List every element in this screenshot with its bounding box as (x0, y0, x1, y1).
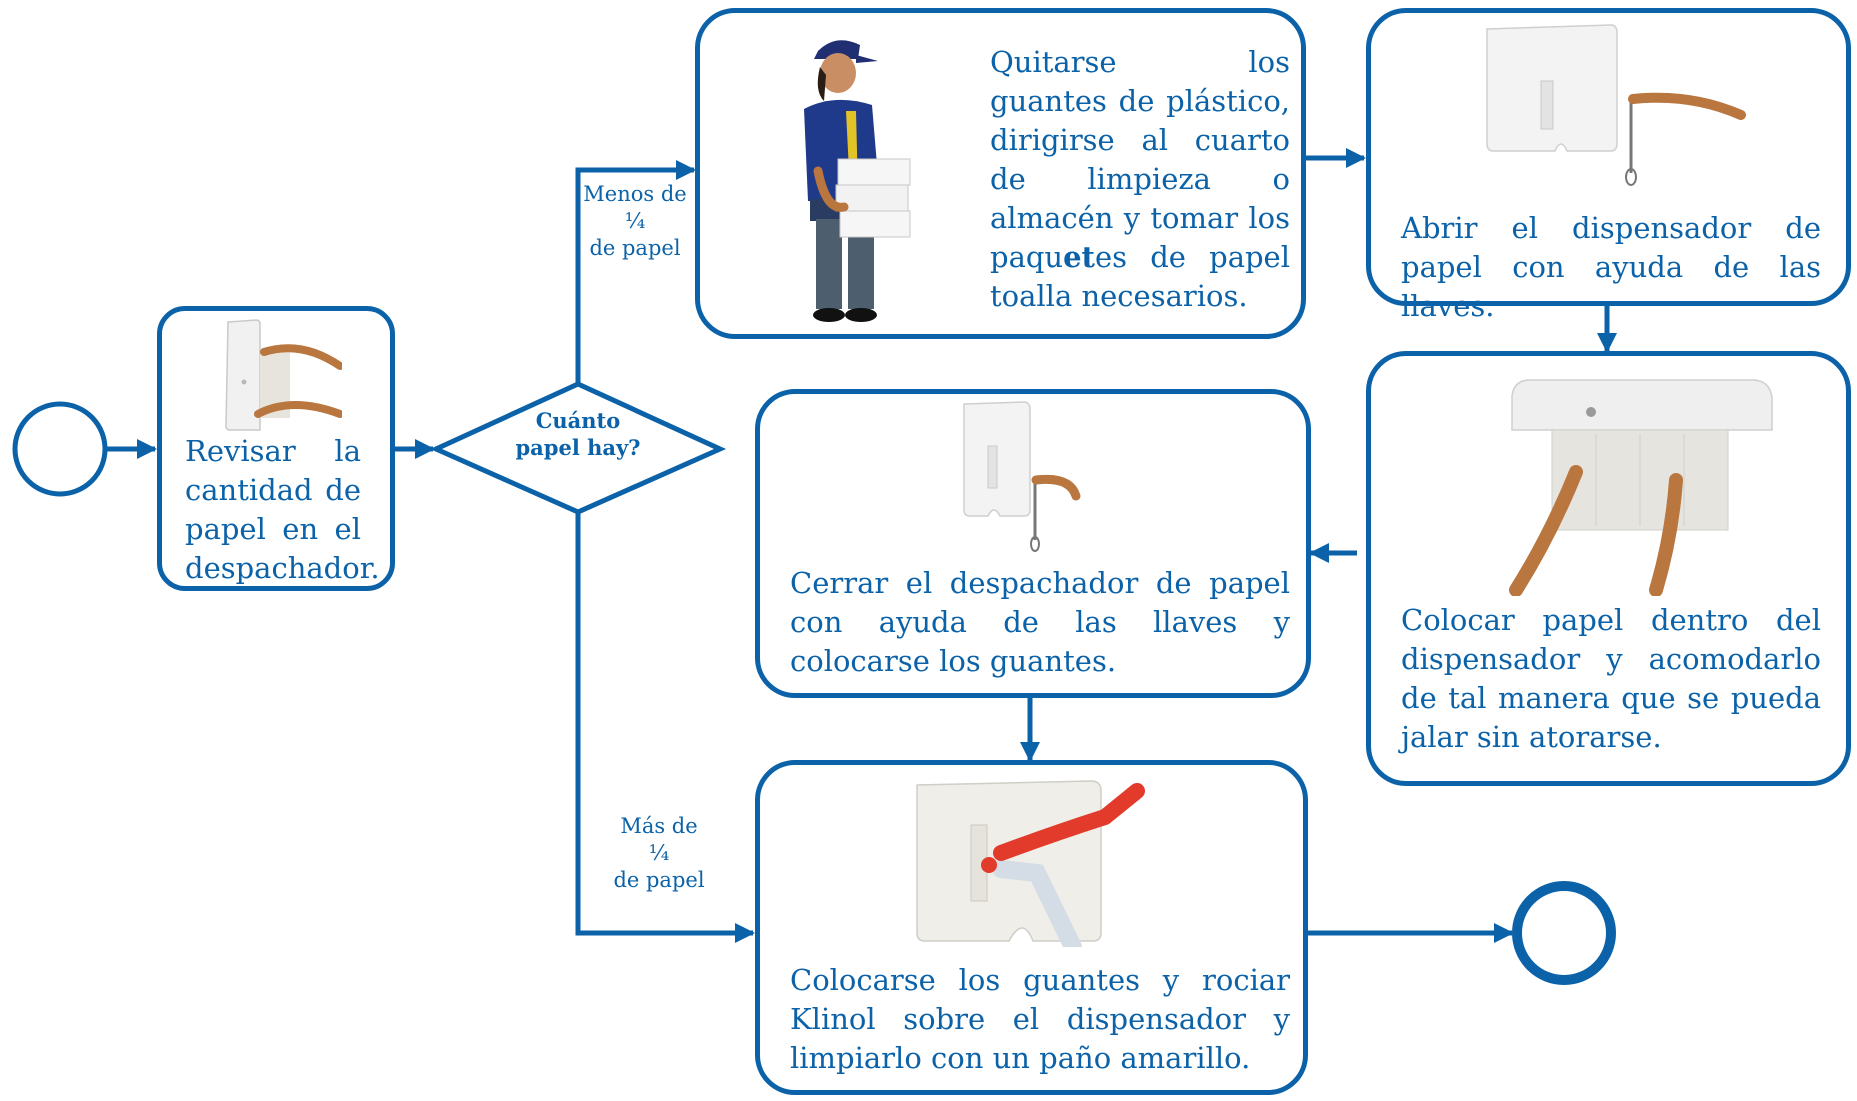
decision-label: Cuánto papel hay? (515, 408, 641, 460)
worker-carrying-paper-packages-photo (804, 40, 911, 322)
branch-label-more: Más de ¼ de papel (604, 813, 714, 894)
start-event (12, 401, 108, 497)
branch-less-line3: de papel (589, 236, 681, 260)
placing-paper-in-dispenser-photo (1509, 379, 1773, 596)
step-gloves-off-box: Quitarse los guantes de plástico, dirigi… (695, 8, 1306, 339)
step-gloves-off-text-a: Quitarse los guantes de plástico, dirigi… (990, 45, 1290, 274)
step-place-box: Colocar papel dentro del dispensador y a… (1366, 351, 1851, 786)
branch-label-less: Menos de ¼ de papel (580, 181, 690, 262)
arrow-decision-to-clean (575, 512, 755, 943)
dispenser-closing-with-key-photo (963, 401, 1081, 552)
arrow-decision-to-gloves-off (575, 160, 696, 384)
branch-less-line1: Menos de (583, 182, 687, 206)
step-gloves-off-text-bold: et (1063, 240, 1095, 274)
step-place-text: Colocar papel dentro del dispensador y a… (1401, 603, 1821, 754)
end-event (1512, 881, 1616, 985)
step-gloves-off-text: Quitarse los guantes de plástico, dirigi… (990, 43, 1290, 316)
step-clean-box: Colocarse los guantes y rociar Klinol so… (755, 760, 1308, 1095)
branch-more-line3: de papel (613, 868, 705, 892)
step-open-text: Abrir el dispensador de papel con ayuda … (1401, 211, 1821, 323)
step-clean-text: Colocarse los guantes y rociar Klinol so… (790, 963, 1290, 1075)
branch-more-line1: Más de (620, 814, 698, 838)
branch-more-fraction: ¼ (648, 841, 670, 865)
decision-diamond (429, 381, 727, 515)
branch-less-fraction: ¼ (624, 209, 646, 233)
step-open-box: Abrir el dispensador de papel con ayuda … (1366, 8, 1851, 323)
step-review-box: Revisar la cantidad de papel en el despa… (157, 306, 395, 591)
dispenser-opening-with-key-photo (1486, 24, 1746, 186)
spraying-dispenser-red-glove-photo (916, 780, 1145, 947)
paper-dispenser-check-photo (225, 319, 342, 431)
step-review-text: Revisar la cantidad de papel en el despa… (185, 434, 380, 585)
step-close-text: Cerrar el despachador de papel con ayuda… (790, 566, 1290, 678)
step-close-box: Cerrar el despachador de papel con ayuda… (755, 389, 1311, 698)
step-gloves-off-text-b: es de papel toalla necesarios. (990, 240, 1290, 313)
